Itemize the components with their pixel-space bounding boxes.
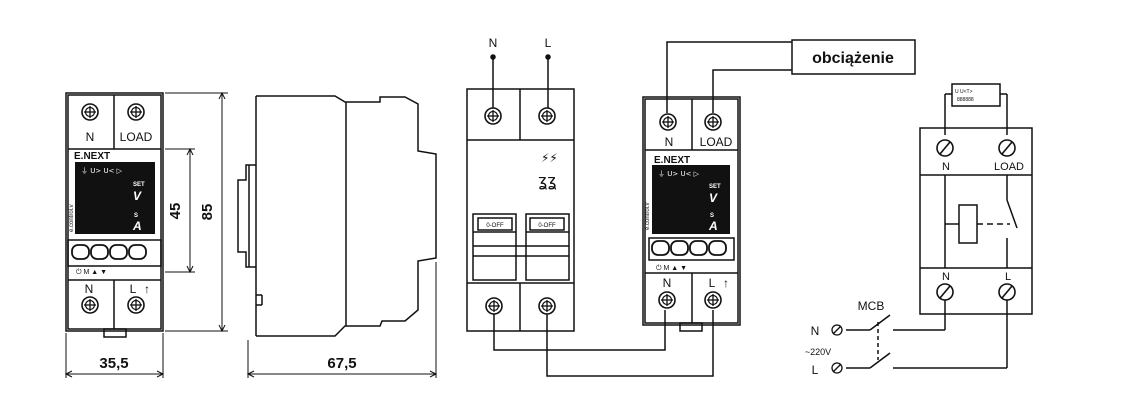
front-brand: E.NEXT <box>74 151 110 162</box>
breaker-switch-left-label: 0-OFF <box>486 223 504 229</box>
front-unit-set: SET <box>133 182 145 188</box>
front-unit-a: A <box>132 219 142 233</box>
front-dimensions <box>64 91 228 378</box>
relay-terminal-n-bottom: N <box>663 276 672 290</box>
display-mode-icons: ⏚ U> U< ▷ <box>81 167 123 175</box>
relay-terminal-l: L <box>709 276 716 290</box>
terminal-icon <box>936 139 954 157</box>
schematic-load-box-text: U U<T> <box>955 89 973 95</box>
relay-unit-s: S <box>710 213 714 219</box>
relay-display-bottom: 88.8 <box>657 209 708 233</box>
front-terminal-l: L <box>130 282 137 296</box>
terminal-screw-icon <box>704 113 722 131</box>
terminal-screw-icon <box>659 113 677 131</box>
schematic-input-n: N <box>811 324 820 338</box>
terminal-screw-icon <box>704 291 722 309</box>
schematic-bottom-l: L <box>1005 271 1011 283</box>
arrow-up-icon: ↑ <box>144 282 150 296</box>
breaker-switch-right-label: 0-OFF <box>538 223 556 229</box>
dim-height-label: 85 <box>199 204 216 221</box>
schematic-top-n: N <box>942 161 950 173</box>
schematic-top-load: LOAD <box>994 161 1024 173</box>
relay-brand: E.NEXT <box>654 155 690 166</box>
terminal-screw-icon <box>485 297 503 315</box>
terminal-screw-icon <box>81 296 99 314</box>
dim-width-label: 35,5 <box>99 355 128 372</box>
front-buttons <box>71 244 147 260</box>
relay-buttons <box>651 240 727 256</box>
terminal-icon <box>998 139 1016 157</box>
relay-unit-v: V <box>709 191 718 205</box>
display-mode-icons: ⏚ U> U< ▷ <box>658 170 700 178</box>
terminal-screw-icon <box>658 291 676 309</box>
terminal-icon <box>998 283 1016 301</box>
relay-display-top: 888 <box>657 182 695 206</box>
mcb-label: MCB <box>858 299 885 313</box>
front-unit-v: V <box>133 189 142 203</box>
breaker-coil-icon: ʓʓ <box>538 171 556 190</box>
arrow-up-icon: ↑ <box>723 276 729 290</box>
terminal-screw-icon <box>81 103 99 121</box>
load-label: obciążenie <box>812 50 894 67</box>
schematic-input-l: L <box>812 363 819 377</box>
relay-unit-set: SET <box>709 184 721 190</box>
terminal-screw-icon <box>538 107 556 125</box>
terminal-icon <box>936 283 954 301</box>
schematic <box>846 83 1033 369</box>
terminal-screw-icon <box>127 103 145 121</box>
load-box <box>791 39 916 75</box>
side-view <box>237 95 437 337</box>
dim-depth-label: 67,5 <box>327 355 356 372</box>
front-unit-s: S <box>134 213 138 219</box>
front-button-symbols: ⏻ M ▲ ▼ <box>76 268 107 276</box>
relay-body <box>642 96 741 332</box>
breaker-symbol-icon: ⚡⚡ <box>541 151 558 165</box>
dim-inner-height-label: 45 <box>167 203 184 220</box>
relay-vertical-label: e.control.v <box>645 202 651 230</box>
schematic-voltage: ~220V <box>805 347 831 357</box>
wiring <box>493 41 792 377</box>
front-display-top: 888 <box>80 180 120 205</box>
relay-unit-a: A <box>708 219 718 233</box>
front-view <box>65 92 164 338</box>
front-terminal-n-bottom: N <box>85 282 94 296</box>
front-terminal-n-top: N <box>86 130 95 144</box>
terminal-screw-icon <box>484 107 502 125</box>
breaker-top-l-label: L <box>545 36 552 50</box>
relay-button-symbols: ⏻ M ▲ ▼ <box>656 264 687 272</box>
relay-terminal-n-top: N <box>665 135 674 149</box>
terminal-screw-icon <box>538 297 556 315</box>
schematic-load-box-digits: 888888 <box>957 97 974 103</box>
side-dimensions <box>246 262 438 378</box>
schematic-bottom-n: N <box>942 271 950 283</box>
terminal-screw-icon <box>127 296 145 314</box>
breaker-top-n-label: N <box>489 36 498 50</box>
front-terminal-load: LOAD <box>120 130 153 144</box>
relay-terminal-load: LOAD <box>700 135 733 149</box>
breaker-body <box>466 54 575 332</box>
front-display-bottom: 88.8 <box>80 209 133 234</box>
front-vertical-label: e.control.v <box>69 204 75 232</box>
